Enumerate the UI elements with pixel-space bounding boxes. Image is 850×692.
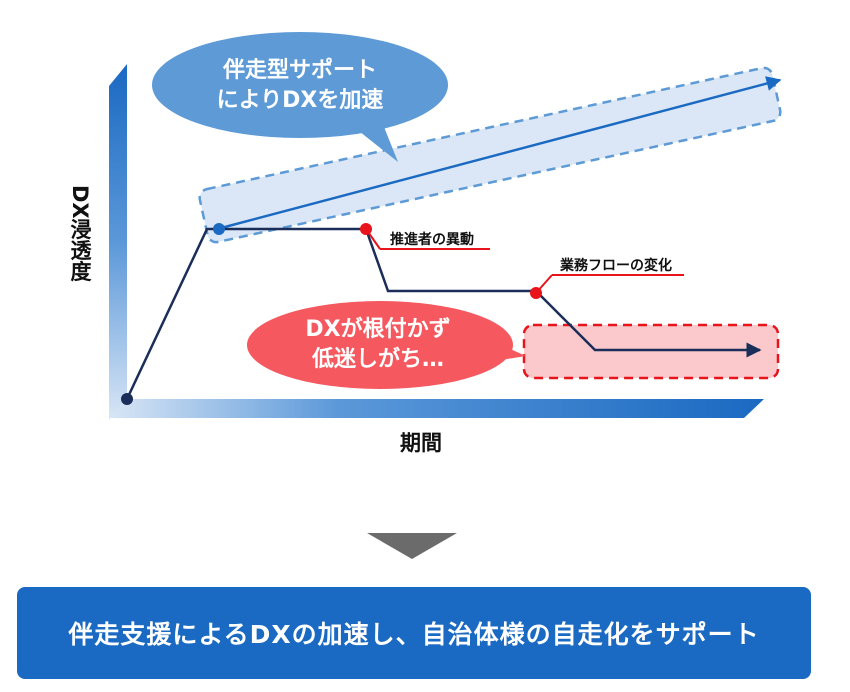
positive-callout-line1: 伴走型サポート	[222, 57, 377, 83]
stagnation-path	[125, 227, 762, 400]
positive-trend-arrow	[220, 76, 782, 230]
start-point	[121, 393, 133, 405]
event-1-label: 推進者の異動	[390, 231, 474, 248]
x-axis-label: 期間	[400, 431, 442, 455]
event-1-leader	[365, 228, 381, 250]
conclusion-banner: 伴走支援によるDXの加速し、自治体様の自走化をサポート	[17, 587, 811, 679]
branch-point	[213, 223, 225, 235]
event-2-leader	[535, 274, 553, 294]
negative-callout: DXが根付かず 低迷しがち…	[247, 301, 526, 389]
y-axis-label: DX浸透度	[68, 185, 92, 283]
positive-callout-line2: によりDXを加速	[217, 87, 384, 113]
x-axis	[109, 399, 764, 418]
negative-trend-region	[522, 323, 780, 380]
negative-callout-line1: DXが根付かず	[305, 316, 450, 342]
y-axis	[109, 64, 127, 420]
positive-callout: 伴走型サポート によりDXを加速	[152, 32, 448, 162]
positive-trend-region	[198, 66, 782, 244]
event-2-label: 業務フローの変化	[559, 257, 672, 274]
down-arrow-icon	[367, 533, 457, 559]
negative-callout-line2: 低迷しがち…	[311, 346, 444, 372]
